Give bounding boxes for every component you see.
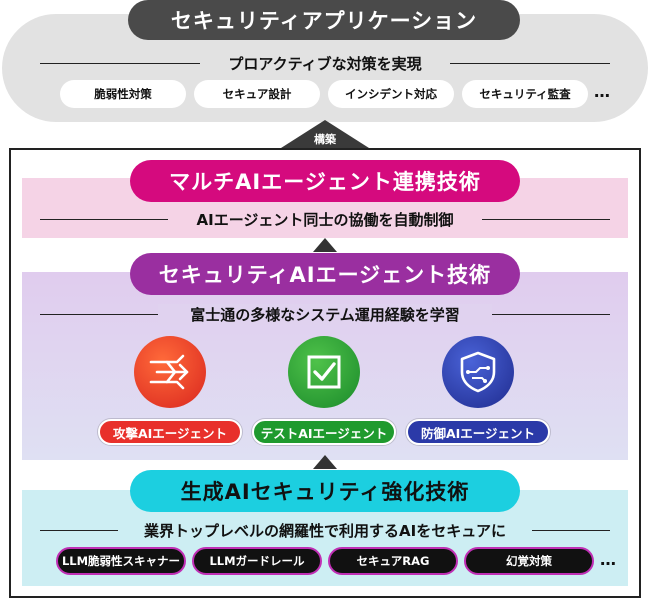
application-title: セキュリティアプリケーション <box>128 0 520 40</box>
more-indicator: … <box>600 550 617 569</box>
build-label: 構築 <box>314 133 336 146</box>
layer3-item: セキュアRAG <box>328 547 458 575</box>
layer2-subtitle: 富士通の多様なシステム運用経験を学習 <box>158 304 492 325</box>
test-agent-label: テストAIエージェント <box>252 419 396 445</box>
attack-arrows-icon <box>134 336 206 408</box>
layer3-item: 幻覚対策 <box>464 547 594 575</box>
layer3-item: LLM脆弱性スキャナー <box>56 547 186 575</box>
application-subtitle: プロアクティブな対策を実現 <box>200 53 450 74</box>
attack-agent-label: 攻撃AIエージェント <box>98 419 242 445</box>
layer3-subtitle: 業界トップレベルの網羅性で利用するAIをセキュアに <box>118 520 532 541</box>
app-item: セキュア設計 <box>194 80 320 108</box>
connector-arrow <box>313 238 337 252</box>
app-item: 脆弱性対策 <box>60 80 186 108</box>
checkbox-icon <box>288 336 360 408</box>
layer3-item: LLMガードレール <box>192 547 322 575</box>
app-item: セキュリティ監査 <box>462 80 588 108</box>
layer1-title: マルチAIエージェント連携技術 <box>130 160 520 202</box>
layer3-title: 生成AIセキュリティ強化技術 <box>130 470 520 512</box>
layer1-subtitle: AIエージェント同士の協働を自動制御 <box>168 209 482 230</box>
shield-circuit-icon <box>442 336 514 408</box>
defense-agent-label: 防御AIエージェント <box>406 419 550 445</box>
app-item: インシデント対応 <box>328 80 454 108</box>
layer2-title: セキュリティAIエージェント技術 <box>130 253 520 295</box>
more-indicator: … <box>594 82 611 101</box>
build-arrow <box>281 120 369 148</box>
connector-arrow <box>313 455 337 469</box>
